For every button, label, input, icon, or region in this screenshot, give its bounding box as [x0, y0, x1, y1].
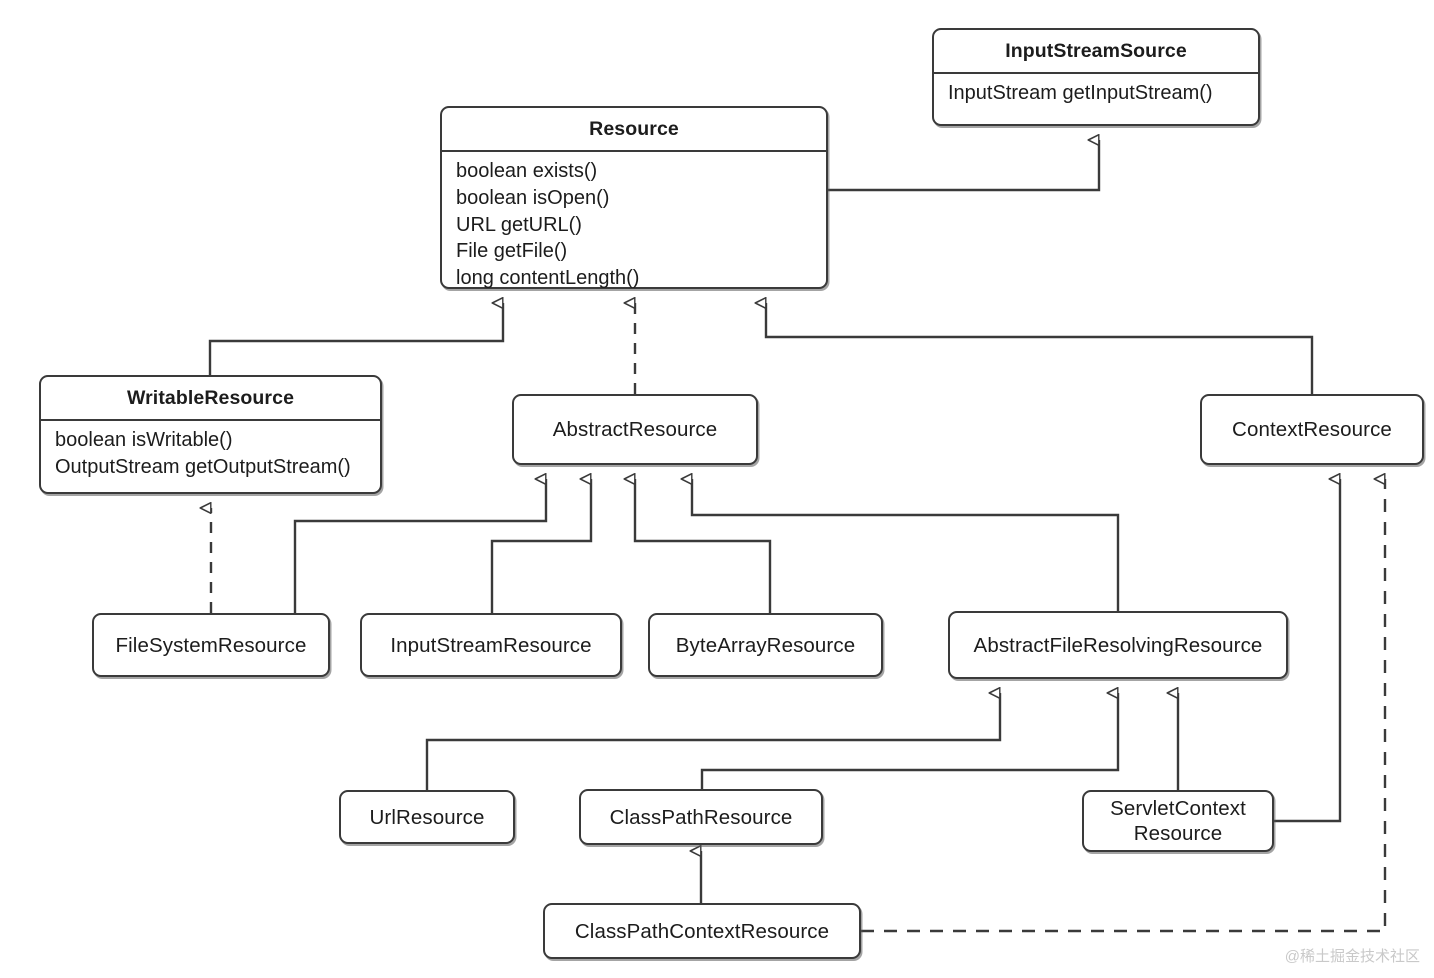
- watermark: @稀土掘金技术社区: [1284, 948, 1420, 965]
- member-row: File getFile(): [456, 240, 568, 263]
- node-class-path-resource[interactable]: ClassPathResource: [579, 789, 823, 845]
- member-row: boolean exists(): [456, 160, 598, 183]
- edge-servletcontextresource-to-contextresource: [1274, 479, 1342, 823]
- node-title: UrlResource: [369, 805, 485, 829]
- member-row: InputStream getInputStream(): [948, 82, 1213, 105]
- edge-filesystemresource-to-abstractresource: [293, 479, 548, 613]
- node-title: AbstractFileResolvingResource: [973, 633, 1263, 657]
- edge-bytearrayresource-to-abstractresource: [635, 479, 772, 613]
- node-abstract-file-resolving-resource[interactable]: AbstractFileResolvingResource: [948, 611, 1288, 679]
- edge-resource-to-inputstreamsource: [828, 140, 1101, 192]
- member-row: OutputStream getOutputStream(): [55, 456, 351, 479]
- edge-urlresource-to-abstractfileresolvingresource: [425, 693, 1002, 790]
- node-title: FileSystemResource: [115, 633, 307, 657]
- node-input-stream-source[interactable]: InputStreamSource InputStream getInputSt…: [932, 28, 1260, 126]
- node-title: ClassPathContextResource: [574, 919, 830, 943]
- edge-abstractfileresolvingresource-to-abstractresource: [692, 479, 1120, 611]
- node-title: InputStreamSource: [934, 30, 1258, 75]
- node-members: boolean isWritable() OutputStream getOut…: [41, 421, 380, 488]
- node-members: InputStream getInputStream(): [934, 74, 1258, 115]
- member-row: long contentLength(): [456, 266, 640, 289]
- node-title: ClassPathResource: [609, 805, 793, 829]
- member-row: boolean isOpen(): [456, 187, 610, 210]
- member-row: boolean isWritable(): [55, 429, 233, 452]
- node-input-stream-resource[interactable]: InputStreamResource: [360, 613, 622, 677]
- node-byte-array-resource[interactable]: ByteArrayResource: [648, 613, 883, 677]
- node-title: AbstractResource: [552, 418, 718, 441]
- node-servlet-context-resource[interactable]: ServletContext Resource: [1082, 790, 1274, 852]
- node-title: WritableResource: [41, 377, 380, 422]
- node-file-system-resource[interactable]: FileSystemResource: [92, 613, 330, 677]
- node-title: Resource: [442, 108, 826, 153]
- edge-writableresource-to-resource: [208, 303, 505, 375]
- edge-inputstreamresource-to-abstractresource: [490, 479, 593, 613]
- node-resource[interactable]: Resource boolean exists() boolean isOpen…: [440, 106, 828, 289]
- edge-contextresource-to-resource: [766, 303, 1314, 394]
- node-class-path-context-resource[interactable]: ClassPathContextResource: [543, 903, 861, 959]
- node-abstract-resource[interactable]: AbstractResource: [512, 394, 758, 465]
- edge-classpathresource-to-abstractfileresolvingresource: [700, 693, 1120, 789]
- member-row: URL getURL(): [456, 213, 582, 236]
- node-url-resource[interactable]: UrlResource: [339, 790, 515, 844]
- node-context-resource[interactable]: ContextResource: [1200, 394, 1424, 465]
- node-title: ServletContext Resource: [1110, 797, 1246, 845]
- node-title: InputStreamResource: [390, 633, 592, 657]
- node-writable-resource[interactable]: WritableResource boolean isWritable() Ou…: [39, 375, 382, 494]
- node-members: boolean exists() boolean isOpen() URL ge…: [442, 152, 826, 299]
- edge-classpathcontextresource-to-contextresource: [861, 479, 1387, 933]
- node-title: ByteArrayResource: [675, 633, 856, 657]
- node-title: ContextResource: [1232, 418, 1392, 441]
